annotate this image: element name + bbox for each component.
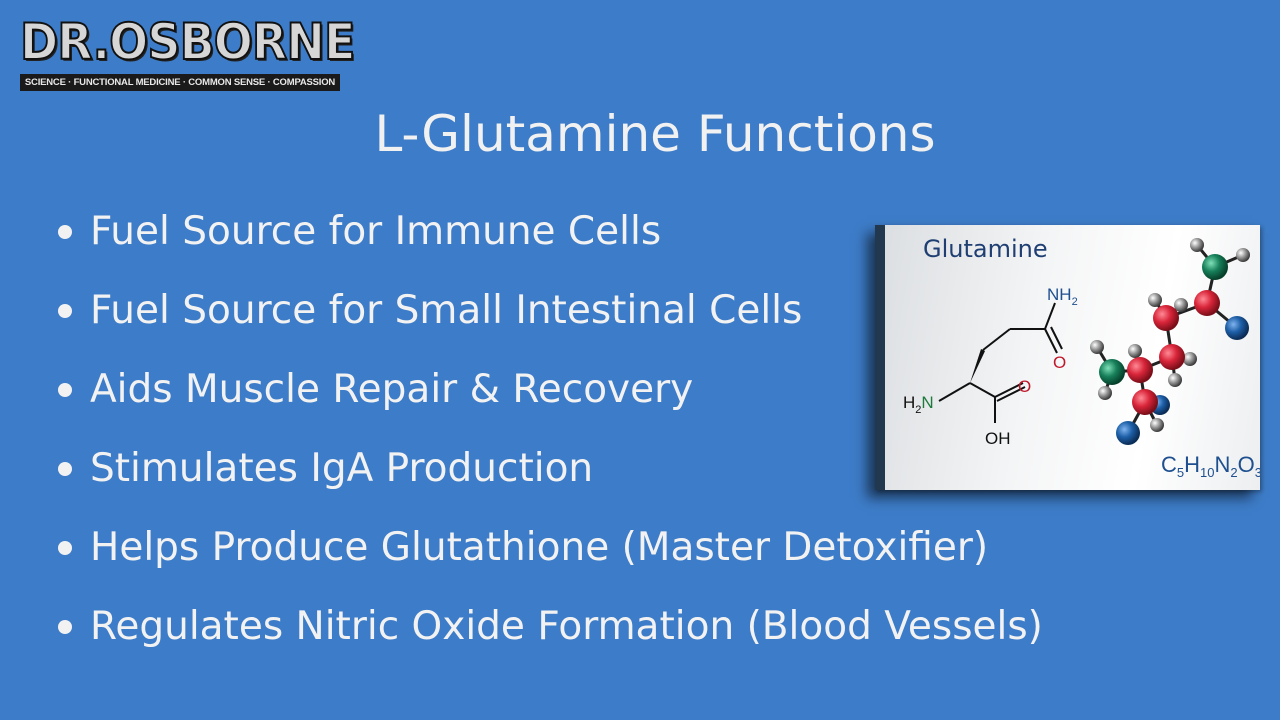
bullet-dot-icon	[58, 383, 72, 397]
atoms	[1090, 238, 1250, 445]
logo-tagline: SCIENCE · FUNCTIONAL MEDICINE · COMMON S…	[20, 74, 340, 91]
bullet-text: Fuel Source for Immune Cells	[90, 209, 662, 254]
bullet-item: Stimulates IgA Production	[58, 441, 1043, 520]
bullet-item: Helps Produce Glutathione (Master Detoxi…	[58, 520, 1043, 599]
amide-o-label: O	[1053, 353, 1066, 372]
acid-o-label: O	[1018, 377, 1031, 396]
amine-h2n-label: H2N	[903, 393, 934, 416]
bullet-text: Aids Muscle Repair & Recovery	[90, 367, 694, 412]
bullet-text: Fuel Source for Small Intestinal Cells	[90, 288, 803, 333]
bullet-text: Stimulates IgA Production	[90, 446, 594, 491]
molecule-card-title: Glutamine	[923, 235, 1048, 263]
amide-nh2-label: NH2	[1047, 285, 1078, 308]
bullet-item: Fuel Source for Immune Cells	[58, 204, 1043, 283]
bullet-dot-icon	[58, 620, 72, 634]
logo-name: DR.OSBORNE	[19, 12, 356, 72]
bullet-list: Fuel Source for Immune Cells Fuel Source…	[58, 204, 1043, 678]
glutamine-structure-diagram: NH2 O H2N O OH	[903, 238, 1260, 480]
bullet-text: Regulates Nitric Oxide Formation (Blood …	[90, 604, 1043, 649]
bullet-text: Helps Produce Glutathione (Master Detoxi…	[90, 525, 989, 570]
skeletal-labels: NH2 O H2N O OH	[903, 285, 1078, 448]
bullet-dot-icon	[58, 462, 72, 476]
bullet-item: Fuel Source for Small Intestinal Cells	[58, 283, 1043, 362]
molecular-formula: C5H10N2O3	[1161, 452, 1260, 480]
bullet-dot-icon	[58, 225, 72, 239]
molecule-card: Glutamine NH2 O H2N O OH	[875, 225, 1260, 490]
bullet-item: Regulates Nitric Oxide Formation (Blood …	[58, 599, 1043, 678]
slide-title: L-Glutamine Functions	[374, 105, 936, 163]
bullet-item: Aids Muscle Repair & Recovery	[58, 362, 1043, 441]
bullet-dot-icon	[58, 541, 72, 555]
acid-oh-label: OH	[985, 429, 1011, 448]
skeletal-formula	[938, 302, 1063, 423]
bullet-dot-icon	[58, 304, 72, 318]
logo: DR.OSBORNE SCIENCE · FUNCTIONAL MEDICINE…	[19, 12, 356, 92]
